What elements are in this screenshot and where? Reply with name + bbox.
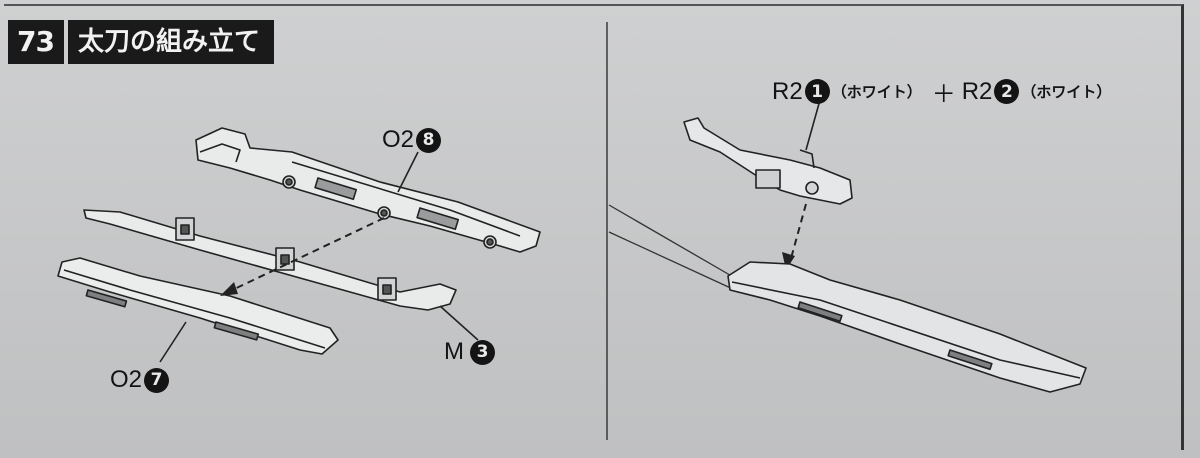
- part-number-badge: 7: [144, 367, 170, 393]
- part-number-badge: 1: [804, 79, 830, 104]
- zoom-line-top: [608, 204, 736, 279]
- part-label: R2: [772, 77, 803, 105]
- part-number-badge: 2: [994, 79, 1020, 104]
- step-header: 73 太刀の組み立て: [8, 20, 274, 64]
- part-number-badge: 8: [416, 127, 442, 153]
- panel-frame: [4, 4, 1184, 450]
- color-note: （ホワイト）: [1021, 84, 1112, 101]
- callout-r2-parts: R2 1 （ホワイト） ＋ R2 2 （ホワイト）: [772, 74, 1115, 109]
- part-label: O2: [110, 366, 143, 393]
- part-m-3-drawing: [83, 209, 457, 311]
- callout-o2-7: O2 7: [110, 366, 170, 394]
- color-note: （ホワイト）: [831, 84, 922, 101]
- step-number: 73: [8, 20, 64, 64]
- arrow-head-left: [220, 282, 238, 296]
- part-label: R2: [961, 77, 993, 105]
- callout-o2-8: O2 8: [382, 126, 442, 154]
- leader-m-3: [439, 305, 479, 341]
- zoom-line-bottom: [608, 231, 736, 291]
- part-label: O2: [382, 126, 415, 153]
- step-title: 太刀の組み立て: [67, 20, 274, 64]
- plus-sign: ＋: [931, 81, 956, 108]
- part-o2-7-drawing: [57, 257, 339, 355]
- assembly-arrow-left: [227, 217, 385, 293]
- leader-o2-7: [159, 321, 187, 363]
- assembly-arrow-right: [789, 203, 807, 263]
- leader-o2-8: [397, 151, 419, 193]
- assembled-sword-drawing: [727, 261, 1087, 393]
- part-number-badge: 3: [470, 339, 495, 365]
- part-label: M: [444, 338, 464, 365]
- leader-r2: [805, 99, 821, 151]
- part-r2-guard-drawing: [683, 117, 853, 205]
- callout-m-3: M 3: [444, 338, 495, 366]
- part-o2-8-drawing: [195, 127, 541, 253]
